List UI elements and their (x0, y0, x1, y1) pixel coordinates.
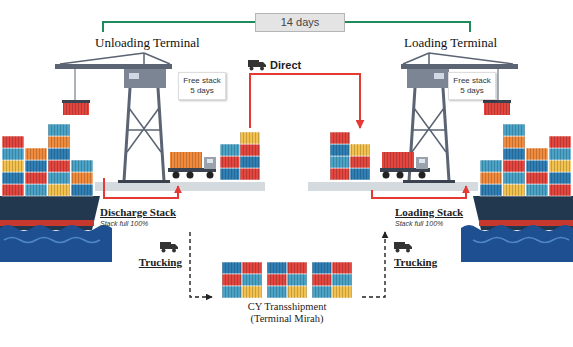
loading-truck (380, 152, 430, 179)
discharge-stack: Discharge StackStack full 100% (100, 128, 262, 232)
cy-transshipment: CY Transshipment (Terminal Mirah) (212, 255, 362, 329)
loading-containers (350, 144, 370, 180)
loading-containers (330, 132, 370, 180)
loading-truck (383, 172, 390, 179)
discharge-truck (170, 152, 202, 168)
discharge-truck (168, 152, 216, 179)
discharge-truck (173, 172, 180, 179)
connector-layer (190, 74, 385, 297)
loading-arrow (372, 186, 466, 198)
discharge-containers (240, 132, 260, 180)
container-stack (267, 262, 307, 298)
free-stack-box-heading: Free stack 5 days (181, 76, 223, 96)
container-stack (312, 262, 352, 298)
duration-box: 14 days (255, 13, 345, 32)
quay (308, 182, 478, 191)
container-stack (222, 262, 262, 298)
discharge-containers (220, 132, 260, 180)
loading-truck (397, 172, 404, 179)
route-label: Trucking (137, 256, 184, 269)
loading-truck (382, 152, 414, 168)
loading-stack-note: Stack full 100% (395, 219, 485, 228)
discharge-stack-note: Stack full 100% (100, 219, 262, 228)
discharge-truck (207, 172, 214, 179)
truck-icon (160, 242, 178, 253)
discharge-truck (170, 152, 202, 168)
direct-route (250, 74, 360, 128)
gantry-crane (401, 53, 518, 183)
truck-icon (248, 60, 266, 71)
route-label: Trucking (392, 256, 439, 269)
truck-icon (394, 242, 412, 253)
loading-truck (419, 159, 425, 163)
loading-truck (419, 172, 426, 179)
loading-stack-heading: Loading Stack (395, 206, 485, 219)
loading-truck (416, 157, 428, 169)
terminal-label: Unloading Terminal (95, 35, 200, 50)
loading-truck (382, 152, 414, 168)
free-stack-box-heading: Free stack 5 days (451, 76, 493, 96)
terminal-label: Loading Terminal (404, 35, 497, 50)
free-stack-box: Free stack 5 days (178, 72, 226, 100)
duration-box-heading: 14 days (260, 16, 340, 29)
container-ship (0, 124, 112, 262)
trucking-route (190, 232, 212, 297)
discharge-containers (220, 144, 240, 180)
cy-transshipment-heading: CY Transshipment (Terminal Mirah) (237, 301, 337, 325)
discharge-truck (207, 159, 213, 163)
container-ship (461, 124, 573, 262)
route-label: Direct (268, 59, 303, 72)
discharge-stack-heading: Discharge Stack (100, 206, 262, 219)
loading-stack: Loading StackStack full 100% (325, 128, 485, 232)
quay (95, 182, 265, 191)
discharge-containers (220, 132, 260, 180)
discharge-truck (187, 172, 194, 179)
unloading-arrow (104, 178, 178, 198)
loading-containers (330, 132, 350, 180)
trucking-route (362, 232, 385, 297)
discharge-truck (204, 157, 216, 169)
gantry-crane (55, 53, 172, 183)
free-stack-box: Free stack 5 days (448, 72, 496, 100)
loading-containers (330, 132, 370, 180)
